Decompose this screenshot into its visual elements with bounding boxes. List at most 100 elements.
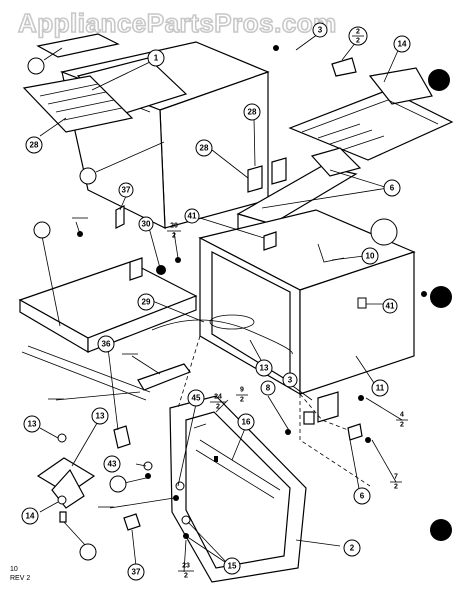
callout-13-b: 14 [21, 507, 39, 525]
callout-22 [33, 221, 51, 239]
svg-text:3: 3 [288, 376, 293, 385]
callout-37-a: 36 [97, 335, 115, 353]
top-bracket-part [331, 57, 357, 77]
svg-text:2: 2 [356, 38, 360, 45]
callout-43 [109, 475, 127, 493]
callout-28-b: 28 [195, 139, 213, 157]
svg-text:11: 11 [376, 384, 385, 393]
pan-rail-part [137, 363, 191, 391]
svg-text:28: 28 [30, 141, 39, 150]
callout-2: 2 [343, 539, 361, 557]
svg-text:2: 2 [356, 29, 360, 36]
svg-text:29: 29 [142, 298, 151, 307]
svg-text:13: 13 [28, 420, 37, 429]
callout-3-mid: 3 [282, 372, 298, 388]
callout-14: 13 [255, 359, 273, 377]
watermark-text: AppliancePartsPros.com [18, 8, 337, 38]
callout-16: 16 [237, 413, 255, 431]
binder-hole-top [428, 69, 450, 91]
callout-41-c: 41 [382, 298, 398, 314]
svg-text:3: 3 [318, 26, 323, 35]
clip-part-mid [263, 231, 277, 251]
svg-text:16: 16 [242, 418, 251, 427]
callout-19-over-2: 20 2 [167, 223, 181, 240]
callout-10: 10 [361, 247, 379, 265]
svg-text:41: 41 [188, 212, 197, 221]
svg-text:37: 37 [132, 568, 141, 577]
screw-right [421, 291, 427, 297]
revision-label: REV 2 [10, 575, 30, 582]
callout-4-over-2: 4 2 [396, 412, 408, 429]
outer-cabinet-part [59, 41, 270, 229]
callout-13-a: 13 [23, 415, 41, 433]
callout-29: 29 [137, 293, 155, 311]
svg-text:2: 2 [172, 233, 176, 240]
svg-text:13: 13 [260, 364, 269, 373]
callout-45: 45 [187, 389, 205, 407]
callout-12: 13 [91, 407, 109, 425]
callout-41-a: 37 [118, 182, 134, 198]
svg-text:10: 10 [366, 252, 375, 261]
svg-text:2: 2 [240, 397, 244, 404]
callout-2-over-2: 2 2 [348, 26, 368, 46]
callout-41-b: 41 [184, 208, 200, 224]
svg-text:13: 13 [96, 412, 105, 421]
svg-text:7: 7 [394, 474, 398, 481]
callout-28-a: 28 [243, 103, 261, 121]
svg-text:14: 14 [26, 512, 35, 521]
svg-text:6: 6 [360, 492, 365, 501]
svg-text:15: 15 [228, 562, 237, 571]
svg-text:6: 6 [390, 184, 395, 193]
inner-liner-part [198, 209, 416, 396]
screw-mid [175, 257, 181, 263]
louver-grille-part [22, 75, 134, 133]
svg-text:8: 8 [266, 384, 271, 393]
top-plate-part [36, 33, 120, 58]
drain-fitting-part [209, 314, 255, 330]
callout-24-over-2-b: 23 2 [178, 563, 194, 580]
svg-text:9: 9 [240, 387, 244, 394]
callout-44: 43 [103, 455, 121, 473]
air-duct-part [236, 147, 362, 239]
svg-text:2: 2 [394, 484, 398, 491]
svg-text:41: 41 [386, 302, 395, 311]
svg-text:4: 4 [400, 412, 404, 419]
binder-hole-middle [430, 286, 452, 308]
svg-text:45: 45 [192, 394, 201, 403]
svg-text:43: 43 [108, 460, 117, 469]
svg-text:2: 2 [216, 404, 220, 411]
callout-1: 1 [147, 49, 165, 67]
vane-assembly-part [36, 433, 96, 523]
svg-text:2: 2 [350, 544, 355, 553]
base-pan-part [18, 231, 198, 401]
callout-27-over-2: 24 2 [210, 394, 226, 411]
svg-text:30: 30 [142, 220, 151, 229]
callout-8: 8 [260, 380, 276, 396]
revision-number: 10 [10, 566, 18, 573]
callout-11: 11 [371, 379, 389, 397]
svg-text:24: 24 [214, 394, 222, 401]
svg-text:23: 23 [182, 563, 190, 570]
callout-26 [79, 167, 97, 185]
air-deflector-part [288, 67, 454, 161]
svg-text:14: 14 [398, 40, 407, 49]
callout-37-b: 37 [127, 563, 145, 581]
svg-text:28: 28 [248, 108, 257, 117]
callout-21 [79, 543, 97, 561]
latch-hardware-part [285, 391, 371, 443]
svg-text:37: 37 [122, 186, 131, 195]
callout-30 [27, 57, 45, 75]
assembly-guide-lines [177, 335, 371, 487]
svg-text:28: 28 [200, 144, 209, 153]
mounting-bracket-part [247, 157, 287, 193]
hinge-bracket-part [113, 425, 131, 449]
callout-15: 14 [393, 35, 411, 53]
callout-17: 15 [223, 557, 241, 575]
callout-7-over-2: 7 2 [390, 474, 402, 491]
callout-6: 6 [353, 487, 371, 505]
callout-9-over-2: 9 2 [236, 387, 248, 404]
svg-text:20: 20 [170, 223, 178, 230]
svg-text:2: 2 [184, 573, 188, 580]
front-door-frame-part [169, 395, 307, 583]
